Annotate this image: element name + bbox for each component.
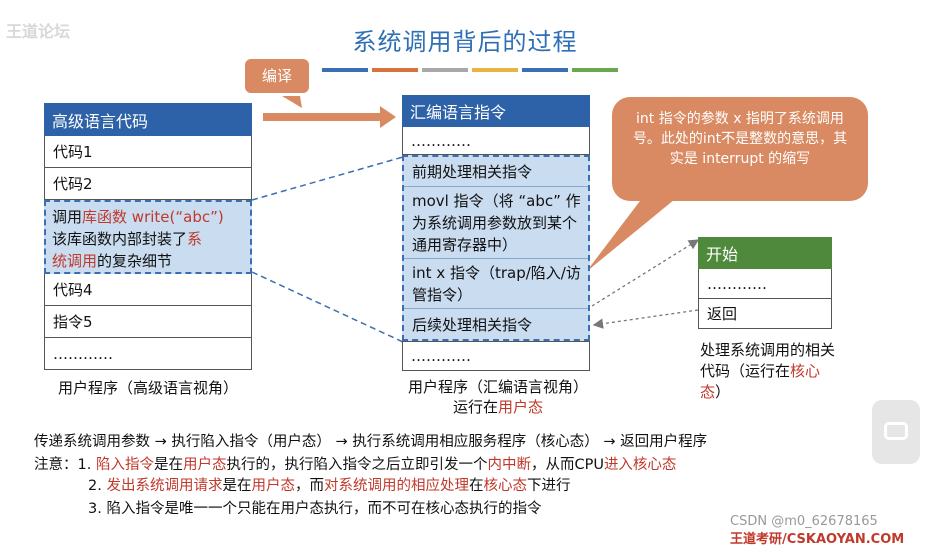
handler-row: 返回 <box>698 299 832 329</box>
note-1-text: 执行的，执行陷入指令之后立即引发一个 <box>226 457 488 473</box>
user-mode-term: 用户态 <box>498 398 544 416</box>
kernel-mode-term: 核心态 <box>700 362 821 401</box>
code-row: 代码1 <box>44 136 252 168</box>
right-caption: 处理系统调用的相关代码（运行在核心态） <box>700 340 840 403</box>
title-bar-1 <box>322 68 368 72</box>
assembly-dots-bottom: ………… <box>402 341 590 371</box>
code-row: ………… <box>44 338 252 370</box>
assembly-box: 汇编语言指令 ………… 前期处理相关指令 movl 指令（将 “abc” 作为系… <box>402 95 590 371</box>
int-explanation-text: int 指令的参数 x 指明了系统调用号。此处的int不是整数的意思，其实是 i… <box>632 111 848 167</box>
handler-row: ………… <box>698 269 832 299</box>
note-2-term: 对系统调用的相应处理 <box>323 478 469 494</box>
note-2-text: 在 <box>468 478 484 494</box>
syscall-term-b: 统调用 <box>52 252 98 270</box>
code-row: 代码4 <box>44 274 252 306</box>
left-caption: 用户程序（高级语言视角） <box>57 379 238 397</box>
code-row: 指令5 <box>44 306 252 338</box>
compile-arrow-head <box>380 106 396 128</box>
note-3: 3. 陷入指令是唯一一个只能在用户态执行，而不可在核心态执行的指令 <box>88 501 542 517</box>
note-1-term: 内中断 <box>487 457 531 473</box>
csdn-watermark: CSDN @m0_62678165 <box>730 514 878 529</box>
asm-instruction: 后续处理相关指令 <box>404 309 588 339</box>
note-1: 注意：1. 陷入指令是在用户态执行的，执行陷入指令之后立即引发一个内中断，从而C… <box>34 453 676 474</box>
assembly-highlight-group: 前期处理相关指令 movl 指令（将 “abc” 作为系统调用参数放到某个通用寄… <box>402 155 590 341</box>
high-level-code-header: 高级语言代码 <box>44 103 252 136</box>
note-1-text: 是在 <box>153 457 183 473</box>
right-caption-close: ） <box>715 383 731 401</box>
asm-instruction: int x 指令（trap/陷入/访管指令） <box>404 259 588 309</box>
note-1-text: ，从而CPU <box>530 457 604 473</box>
flow-summary: 传递系统调用参数 → 执行陷入指令（用户态） → 执行系统调用相应服务程序（核心… <box>34 434 708 450</box>
lib-function-term: 库函数 <box>82 208 128 226</box>
note-1-term: 陷入指令 <box>95 457 154 473</box>
assembly-header: 汇编语言指令 <box>402 95 590 127</box>
library-call-row: 调用库函数 write(“abc”) 该库函数内部封装了系 统调用的复杂细节 <box>44 200 252 274</box>
asm-instruction: movl 指令（将 “abc” 作为系统调用参数放到某个通用寄存器中） <box>404 187 588 259</box>
note-2-term: 核心态 <box>483 478 527 494</box>
title-bar-4 <box>472 68 518 72</box>
compile-callout-tail <box>282 96 302 108</box>
syscall-handler-box: 开始 ………… 返回 <box>698 237 832 329</box>
title-bar-3 <box>422 68 468 72</box>
dotted-arrow-return <box>592 309 699 329</box>
syscall-term-a: 系 <box>187 230 203 248</box>
bilibili-widget[interactable] <box>872 400 920 464</box>
dotted-arrow-to-handler <box>591 239 700 307</box>
title-bar-2 <box>372 68 418 72</box>
brand-logo: 王道论坛 <box>6 22 71 41</box>
assembly-dots-top: ………… <box>402 127 590 155</box>
mid-caption-run-in: 运行在 <box>452 398 498 416</box>
kaoyan-watermark: 王道考研/CSKAOYAN.COM <box>730 532 905 547</box>
note-2-term: 用户态 <box>251 478 295 494</box>
lib-desc-tail: 的复杂细节 <box>97 252 173 270</box>
title-bar-6 <box>572 68 618 72</box>
note-2-text: 下进行 <box>526 478 571 494</box>
tv-icon <box>884 422 908 440</box>
compile-label: 编译 <box>245 59 309 93</box>
title-bar-5 <box>522 68 568 72</box>
note-1-term: 进入核心态 <box>603 457 677 473</box>
mid-caption-line2: 运行在用户态 <box>380 397 616 417</box>
handler-header: 开始 <box>698 237 832 269</box>
lib-call-text: 调用 <box>52 208 83 226</box>
note-2-text: ，而 <box>294 478 324 494</box>
note-1-term: 用户态 <box>182 457 227 473</box>
note-2-text: 是在 <box>222 478 252 494</box>
high-level-code-box: 高级语言代码 代码1 代码2 调用库函数 write(“abc”) 该库函数内部… <box>44 103 252 370</box>
asm-instruction: 前期处理相关指令 <box>404 157 588 187</box>
lib-desc-text: 该库函数内部封装了 <box>52 230 188 248</box>
page-title: 系统调用背后的过程 <box>352 28 578 56</box>
mid-caption-line1: 用户程序（汇编语言视角） <box>407 378 588 396</box>
note-1-lead: 注意：1. <box>34 457 96 473</box>
dashed-link-top <box>251 156 404 201</box>
lib-call-arg: write(“abc”) <box>127 208 224 226</box>
note-2: 2. 发出系统调用请求是在用户态，而对系统调用的相应处理在核心态下进行 <box>88 474 570 495</box>
int-explanation-bubble: int 指令的参数 x 指明了系统调用号。此处的int不是整数的意思，其实是 i… <box>612 97 868 201</box>
code-row: 代码2 <box>44 168 252 200</box>
note-2-lead: 2. <box>88 478 107 494</box>
mid-caption: 用户程序（汇编语言视角） 运行在用户态 <box>380 377 616 417</box>
right-caption-text: 处理系统调用的相关代码（运行在 <box>700 341 836 380</box>
dashed-link-bottom <box>251 271 404 343</box>
compile-arrow-shaft <box>263 113 381 121</box>
note-2-term: 发出系统调用请求 <box>106 478 223 494</box>
